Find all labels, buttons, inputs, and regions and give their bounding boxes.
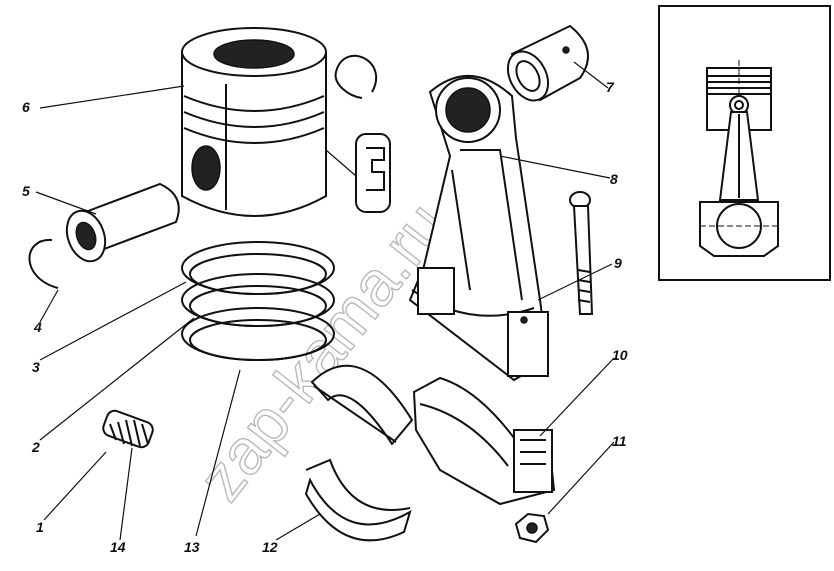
rod-cap [412, 376, 556, 506]
label-part-11: 11 [612, 433, 627, 449]
part-labels: 1 2 3 4 5 6 7 8 9 10 11 12 13 14 [22, 79, 628, 555]
label-part-12: 12 [262, 539, 278, 555]
label-part-10: 10 [612, 347, 628, 363]
bearing-shell-upper [310, 364, 414, 446]
label-part-4: 4 [33, 319, 42, 335]
label-part-1: 1 [36, 519, 44, 535]
piston [181, 27, 327, 217]
label-part-3: 3 [32, 359, 40, 375]
rod-nut [514, 512, 550, 544]
circlip-left [28, 238, 59, 289]
ring-section-detail [325, 133, 391, 213]
label-part-6: 6 [22, 99, 30, 115]
label-part-9: 9 [614, 255, 622, 271]
rod-bolt [569, 191, 594, 315]
label-part-2: 2 [31, 439, 40, 455]
label-part-5: 5 [22, 183, 30, 199]
connecting-rod [408, 74, 550, 382]
circlip-top [334, 54, 378, 99]
bearing-shell-lower [304, 458, 412, 542]
ring-expander [102, 409, 154, 449]
piston-pin [65, 182, 180, 263]
assembly-inset [658, 5, 831, 281]
label-part-14: 14 [110, 539, 126, 555]
label-part-7: 7 [606, 79, 615, 95]
watermark: zap-kama.ru [184, 189, 460, 514]
small-end-bush [506, 24, 589, 102]
leader-lines [35, 61, 615, 541]
label-part-13: 13 [184, 539, 200, 555]
label-part-8: 8 [610, 171, 618, 187]
piston-rings [181, 241, 335, 361]
